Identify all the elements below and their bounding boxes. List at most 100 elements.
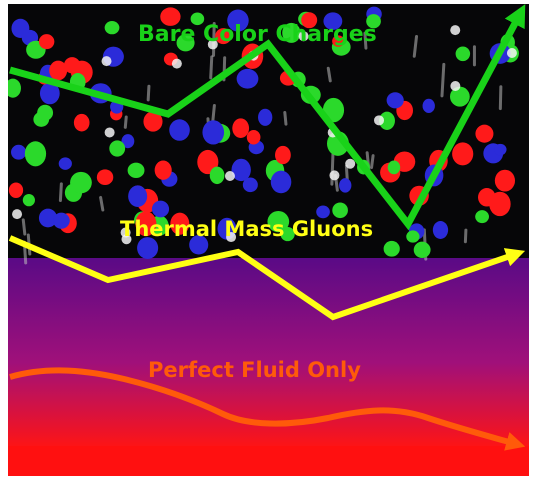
- streak-particle: [58, 182, 63, 203]
- bare-color-charges-line: [9, 4, 526, 231]
- color-charge-particle: [282, 22, 301, 43]
- hot-red-band: [8, 446, 529, 476]
- color-charge-particle: [494, 143, 507, 156]
- color-charge-particle: [387, 160, 401, 175]
- color-charge-particle: [209, 166, 225, 185]
- color-charge-particle: [450, 86, 470, 107]
- color-charge-particle: [231, 158, 251, 182]
- color-charge-particle: [73, 113, 90, 132]
- color-charge-particle: [49, 60, 68, 81]
- gluon-particle: [329, 170, 340, 181]
- color-charge-particle: [127, 162, 145, 179]
- color-charge-particle: [151, 200, 170, 218]
- color-charge-particle: [432, 221, 449, 239]
- color-charge-particle: [413, 241, 431, 259]
- color-charge-particle: [275, 145, 291, 165]
- streak-particle: [21, 218, 27, 236]
- streak-particle: [99, 195, 105, 212]
- color-charge-particle: [379, 111, 395, 130]
- gluon-particle: [104, 127, 115, 138]
- color-charge-particle: [8, 182, 24, 199]
- perfect-fluid-only-line: [9, 367, 526, 451]
- color-charge-particle: [494, 169, 516, 192]
- color-charge-particle: [406, 230, 420, 243]
- color-charge-particle: [202, 120, 225, 145]
- streak-particle: [212, 21, 216, 57]
- gluon-particle: [12, 209, 23, 220]
- color-charge-particle: [489, 191, 511, 217]
- color-charge-particle: [96, 169, 114, 186]
- streak-particle: [326, 66, 332, 83]
- color-charge-particle: [170, 212, 190, 235]
- fluid-gradient-region: [8, 258, 529, 448]
- color-charge-particle: [242, 177, 258, 193]
- color-charge-particle: [58, 157, 72, 170]
- color-charge-particle: [24, 141, 47, 167]
- quark-gluon-plasma-diagram: Bare Color Charges Thermal Mass Gluons P…: [8, 4, 529, 476]
- color-charge-particle: [189, 235, 209, 255]
- color-charge-particle: [236, 68, 259, 89]
- perfect-fluid-only-label: Perfect Fluid Only: [148, 358, 361, 382]
- scene-svg: Bare Color Charges Thermal Mass Gluons P…: [8, 4, 529, 476]
- color-charge-particle: [109, 140, 126, 157]
- color-charge-particle: [121, 134, 135, 149]
- color-charge-particle: [135, 211, 157, 237]
- gluon-particle: [298, 31, 309, 42]
- thermal-mass-gluons-label: Thermal Mass Gluons: [120, 217, 373, 241]
- color-charge-particle: [475, 210, 489, 224]
- streak-particle: [363, 31, 368, 50]
- color-charge-particle: [246, 130, 261, 145]
- gluon-particle: [374, 115, 385, 126]
- color-charge-particle: [37, 104, 54, 121]
- gluon-particle: [450, 80, 461, 91]
- color-charge-particle: [267, 210, 290, 233]
- color-charge-particle: [11, 144, 27, 160]
- streak-particle: [463, 228, 468, 244]
- gluon-particle: [171, 58, 182, 69]
- color-charge-particle: [270, 170, 292, 194]
- color-charge-particle: [258, 108, 273, 126]
- color-charge-particle: [452, 142, 474, 166]
- bare-color-charges-label: Bare Color Charges: [138, 22, 377, 47]
- gluon-particle: [450, 25, 461, 36]
- gluon-particle: [101, 56, 112, 67]
- color-charge-particle: [232, 118, 250, 139]
- color-charge-particle: [137, 237, 159, 260]
- color-charge-particle: [323, 12, 343, 30]
- color-charge-particle: [386, 92, 404, 109]
- color-charge-particle: [332, 202, 348, 219]
- color-charge-particle: [301, 12, 318, 29]
- color-charge-particle: [38, 34, 55, 50]
- color-charge-particle: [176, 34, 195, 52]
- gluon-particle: [121, 234, 132, 245]
- color-charge-particle: [383, 240, 400, 257]
- color-charge-particle: [52, 212, 70, 229]
- streak-particle: [498, 85, 503, 111]
- color-charge-particle: [11, 18, 30, 39]
- streak-particle: [440, 62, 446, 98]
- color-charge-particle: [143, 111, 163, 132]
- color-charge-particle: [128, 185, 148, 207]
- streak-particle: [146, 84, 151, 102]
- color-charge-particle: [39, 82, 60, 105]
- color-charge-particle: [475, 124, 494, 143]
- streak-particle: [412, 34, 419, 58]
- streak-particle: [370, 154, 375, 170]
- gluon-particle: [207, 39, 218, 50]
- gluon-particle: [345, 158, 356, 169]
- color-charge-particle: [339, 178, 352, 193]
- color-charge-particle: [160, 11, 174, 24]
- streak-particle: [283, 110, 288, 126]
- color-charge-particle: [169, 119, 190, 141]
- gluon-particle: [226, 232, 237, 243]
- color-charge-particle: [38, 208, 58, 228]
- color-charge-particle: [227, 9, 249, 32]
- color-charge-particle: [154, 160, 172, 180]
- color-charge-particle: [63, 57, 81, 74]
- streak-particle: [211, 103, 216, 122]
- thermal-mass-gluons-line: [8, 235, 526, 321]
- color-charge-particle: [455, 46, 471, 62]
- color-charge-particle: [190, 12, 205, 26]
- streak-particle: [123, 115, 128, 129]
- color-charge-particle: [215, 28, 232, 45]
